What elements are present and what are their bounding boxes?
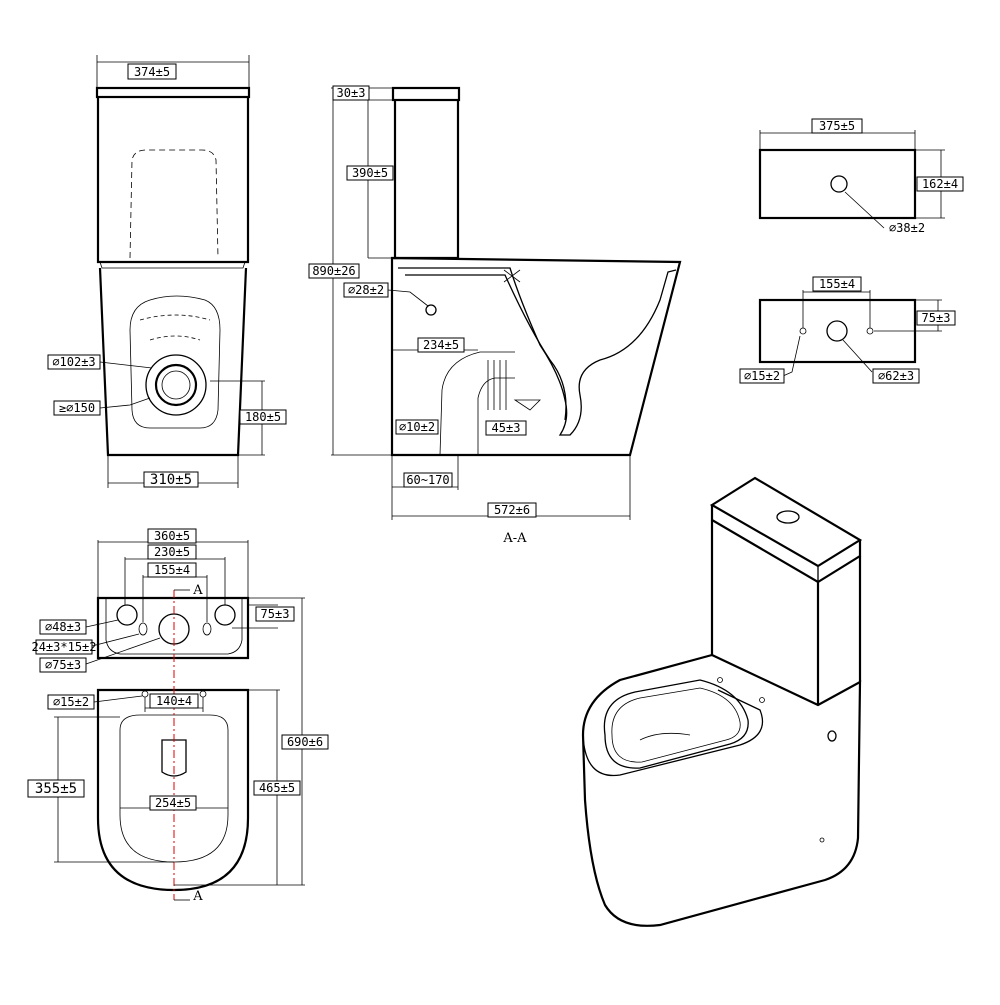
iso-bowl-body (581, 653, 862, 927)
plan-seat-hole-label: ⌀15±2 (53, 695, 89, 709)
isometric-view (581, 476, 863, 927)
trap-offset-label: 234±5 (423, 338, 459, 352)
lid-top-outline (758, 148, 917, 220)
tank-spacing-label: 155±4 (819, 277, 855, 291)
plan-seat-hole-right (199, 690, 207, 698)
section-trap-outer (439, 351, 515, 456)
plan-tank (96, 596, 250, 660)
plan-inner-spacing-label: 155±4 (154, 563, 190, 577)
tank-lid-front (95, 86, 251, 99)
plan-bolt-hole-label: ⌀48±3 (45, 620, 81, 634)
section-mark-top: A (192, 583, 203, 598)
plan-view: A A 360±5 230±5 155±4 75±3 ⌀48±3 24±3*15… (27, 528, 329, 904)
plan-slot-label: 24±3*15±2 (31, 640, 96, 654)
iso-seat-hole-1 (717, 677, 723, 683)
section-lid (391, 86, 461, 102)
lid-width-label: 375±5 (819, 119, 855, 133)
iso-bowl-inner (611, 687, 741, 763)
plan-bowl-width-label: 254±5 (155, 796, 191, 810)
tank-bottom-view: 155±4 75±3 ⌀15±2 ⌀62±3 (739, 276, 956, 384)
iso-bowl-water (639, 732, 691, 741)
lid-hole-label: ⌀38±2 (889, 221, 925, 235)
floor-hole-label: ⌀10±2 (399, 420, 435, 434)
tank-height-label: 390±5 (352, 166, 388, 180)
lid-top-view: 375±5 162±4 ⌀38±2 (758, 118, 964, 235)
lid-depth-label: 162±4 (922, 177, 958, 191)
bowl-front (98, 267, 248, 457)
tank-center-hole-label: ⌀62±3 (878, 369, 914, 383)
plan-right-bolt-hole (214, 604, 236, 626)
tank-bowl-joint (99, 261, 246, 269)
plan-bowl-outlet (161, 739, 187, 777)
total-height-label: 890±26 (312, 264, 355, 278)
section-title: A-A (502, 531, 527, 546)
plan-overall-depth-label: 690±6 (287, 735, 323, 749)
plan-bowl (96, 688, 250, 892)
plan-right-slot (202, 622, 212, 636)
iso-seat-hole-2 (759, 697, 765, 703)
outlet-min-label: ≥⌀150 (59, 401, 95, 415)
tank-bottom-center-hole (826, 320, 848, 342)
plan-center-hole-label: ⌀75±3 (45, 658, 81, 672)
iso-floor-hole (819, 837, 825, 843)
plan-seat-depth-label: 355±5 (35, 781, 77, 797)
section-tank (393, 100, 460, 260)
plan-bowl-rim (119, 714, 229, 863)
section-trap-inner (477, 377, 515, 455)
bowl-hidden-outline (129, 295, 221, 429)
iso-lid-hole (776, 510, 800, 524)
outlet-core-circle (161, 370, 191, 400)
section-side-hole (425, 304, 437, 316)
section-mark-bottom: A (192, 889, 203, 904)
outlet-diameter-label: ⌀102±3 (52, 355, 95, 369)
tank-front (96, 97, 250, 264)
plan-bowl-depth-label: 465±5 (259, 781, 295, 795)
iso-bowl-rim-outer (582, 689, 764, 777)
outlet-inner-circle (154, 363, 198, 407)
section-trap-arrow (513, 399, 541, 411)
bowl-hidden-lines (139, 314, 211, 341)
plan-seat-spacing-label: 140±4 (156, 694, 192, 708)
trap-angle-label: 45±3 (492, 421, 521, 435)
tank-inner-hidden (129, 149, 219, 259)
side-hole-label: ⌀28±2 (348, 283, 384, 297)
front-width-label-box (127, 63, 177, 80)
plan-overall-width-label: 360±5 (154, 529, 190, 543)
iso-side-hole (827, 730, 837, 742)
plan-left-slot (138, 622, 148, 636)
plan-seat-hole-left (141, 690, 149, 698)
lid-thickness-label: 30±3 (337, 86, 366, 100)
total-depth-label: 572±6 (494, 503, 530, 517)
tank-bottom-right-hole (866, 327, 874, 335)
front-width-label: 374±5 (134, 65, 170, 79)
iso-tank-body (710, 520, 862, 705)
plan-bolt-spacing-label: 230±5 (154, 545, 190, 559)
base-width-label: 310±5 (150, 472, 192, 488)
tank-edge-label: 75±3 (922, 311, 951, 325)
outlet-height-label: 180±5 (245, 410, 281, 424)
section-view: 30±3 390±5 890±26 ⌀28±2 234±5 ⌀10±2 45±3… (308, 85, 682, 546)
outlet-range-label: 60~170 (406, 473, 449, 487)
iso-tank-top (709, 476, 863, 568)
front-view: 374±5 ⌀102±3 ≥⌀150 180±5 (47, 55, 287, 488)
outlet-outer-circle (145, 354, 207, 416)
tank-bottom-left-hole (799, 327, 807, 335)
iso-bowl-opening (603, 679, 749, 769)
lid-top-hole (830, 175, 848, 193)
plan-edge-offset-label: 75±3 (261, 607, 290, 621)
section-flush-inner (405, 274, 567, 421)
plan-left-bolt-hole (116, 604, 138, 626)
section-trap-hatch (487, 360, 507, 410)
tank-small-hole-label: ⌀15±2 (744, 369, 780, 383)
